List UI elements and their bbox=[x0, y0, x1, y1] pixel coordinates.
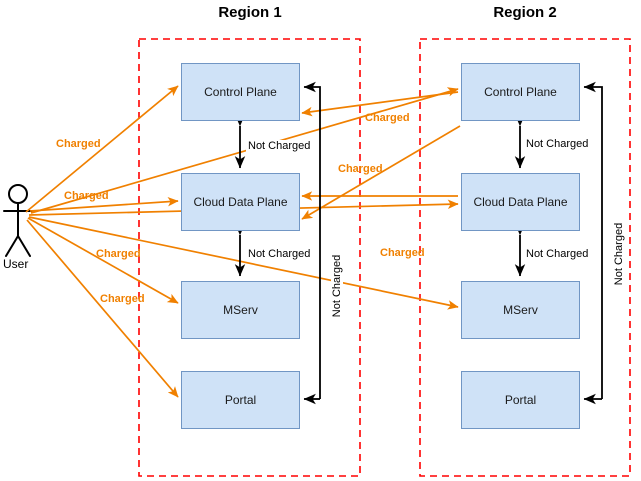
edge-label-cloud-data-plane-2-mserv-2: Not Charged bbox=[524, 248, 591, 260]
edge-label-cloud-data-plane-2-to-user: Charged bbox=[338, 163, 383, 175]
edge-control-plane-2-to-control-plane-1 bbox=[301, 91, 459, 117]
edge-label-user-to-mserv-2: Charged bbox=[380, 247, 425, 259]
edge-user-to-mserv-1 bbox=[27, 217, 179, 304]
node-portal-1[interactable]: Portal bbox=[181, 371, 300, 429]
node-mserv-2[interactable]: MServ bbox=[461, 281, 580, 339]
edge-label-user-to-mserv-1: Charged bbox=[96, 248, 141, 260]
edge-label-user-to-cloud-data-plane-1: Charged bbox=[64, 190, 109, 202]
region-1-title: Region 1 bbox=[218, 4, 282, 21]
node-label: Cloud Data Plane bbox=[473, 195, 568, 209]
node-label: MServ bbox=[503, 303, 538, 317]
edge-user-to-cloud-data-plane-1 bbox=[29, 196, 179, 212]
edge-label-user-to-portal-1: Charged bbox=[100, 293, 145, 305]
node-label: Portal bbox=[224, 393, 257, 407]
edge-user-to-control-plane-1 bbox=[25, 85, 179, 213]
user-actor-label: User bbox=[3, 257, 29, 271]
edge-user-to-portal-1 bbox=[26, 219, 179, 398]
user-actor-icon bbox=[3, 184, 33, 257]
edge-label-control-plane-1-cloud-data-plane-1: Not Charged bbox=[246, 140, 313, 152]
node-label: MServ bbox=[223, 303, 258, 317]
node-cloud-data-plane-1[interactable]: Cloud Data Plane bbox=[181, 173, 300, 231]
node-control-plane-2[interactable]: Control Plane bbox=[461, 63, 580, 121]
node-mserv-1[interactable]: MServ bbox=[181, 281, 300, 339]
node-label: Control Plane bbox=[204, 85, 277, 99]
edge-portal-2-to-control-plane-2 bbox=[583, 81, 603, 399]
edge-portal-1-to-control-plane-1 bbox=[303, 81, 321, 399]
node-label: Cloud Data Plane bbox=[193, 195, 288, 209]
edge-region2-to-cloud-data-plane-1 bbox=[301, 125, 461, 220]
region-2-title: Region 2 bbox=[493, 4, 557, 21]
edge-label-portal-1-to-control-plane-1: Not Charged bbox=[331, 246, 343, 326]
node-cloud-data-plane-2[interactable]: Cloud Data Plane bbox=[461, 173, 580, 231]
region-1-boundary bbox=[138, 38, 361, 477]
node-label: Portal bbox=[504, 393, 537, 407]
node-label: Control Plane bbox=[484, 85, 557, 99]
edge-label-cloud-data-plane-1-mserv-1: Not Charged bbox=[246, 248, 313, 260]
node-control-plane-1[interactable]: Control Plane bbox=[181, 63, 300, 121]
edge-label-control-plane-2-cloud-data-plane-2: Not Charged bbox=[524, 138, 591, 150]
edge-label-user-to-control-plane-1: Charged bbox=[56, 138, 101, 150]
node-portal-2[interactable]: Portal bbox=[461, 371, 580, 429]
edge-label-portal-2-to-control-plane-2: Not Charged bbox=[613, 214, 625, 294]
edge-label-control-plane-2-to-user: Charged bbox=[365, 112, 410, 124]
